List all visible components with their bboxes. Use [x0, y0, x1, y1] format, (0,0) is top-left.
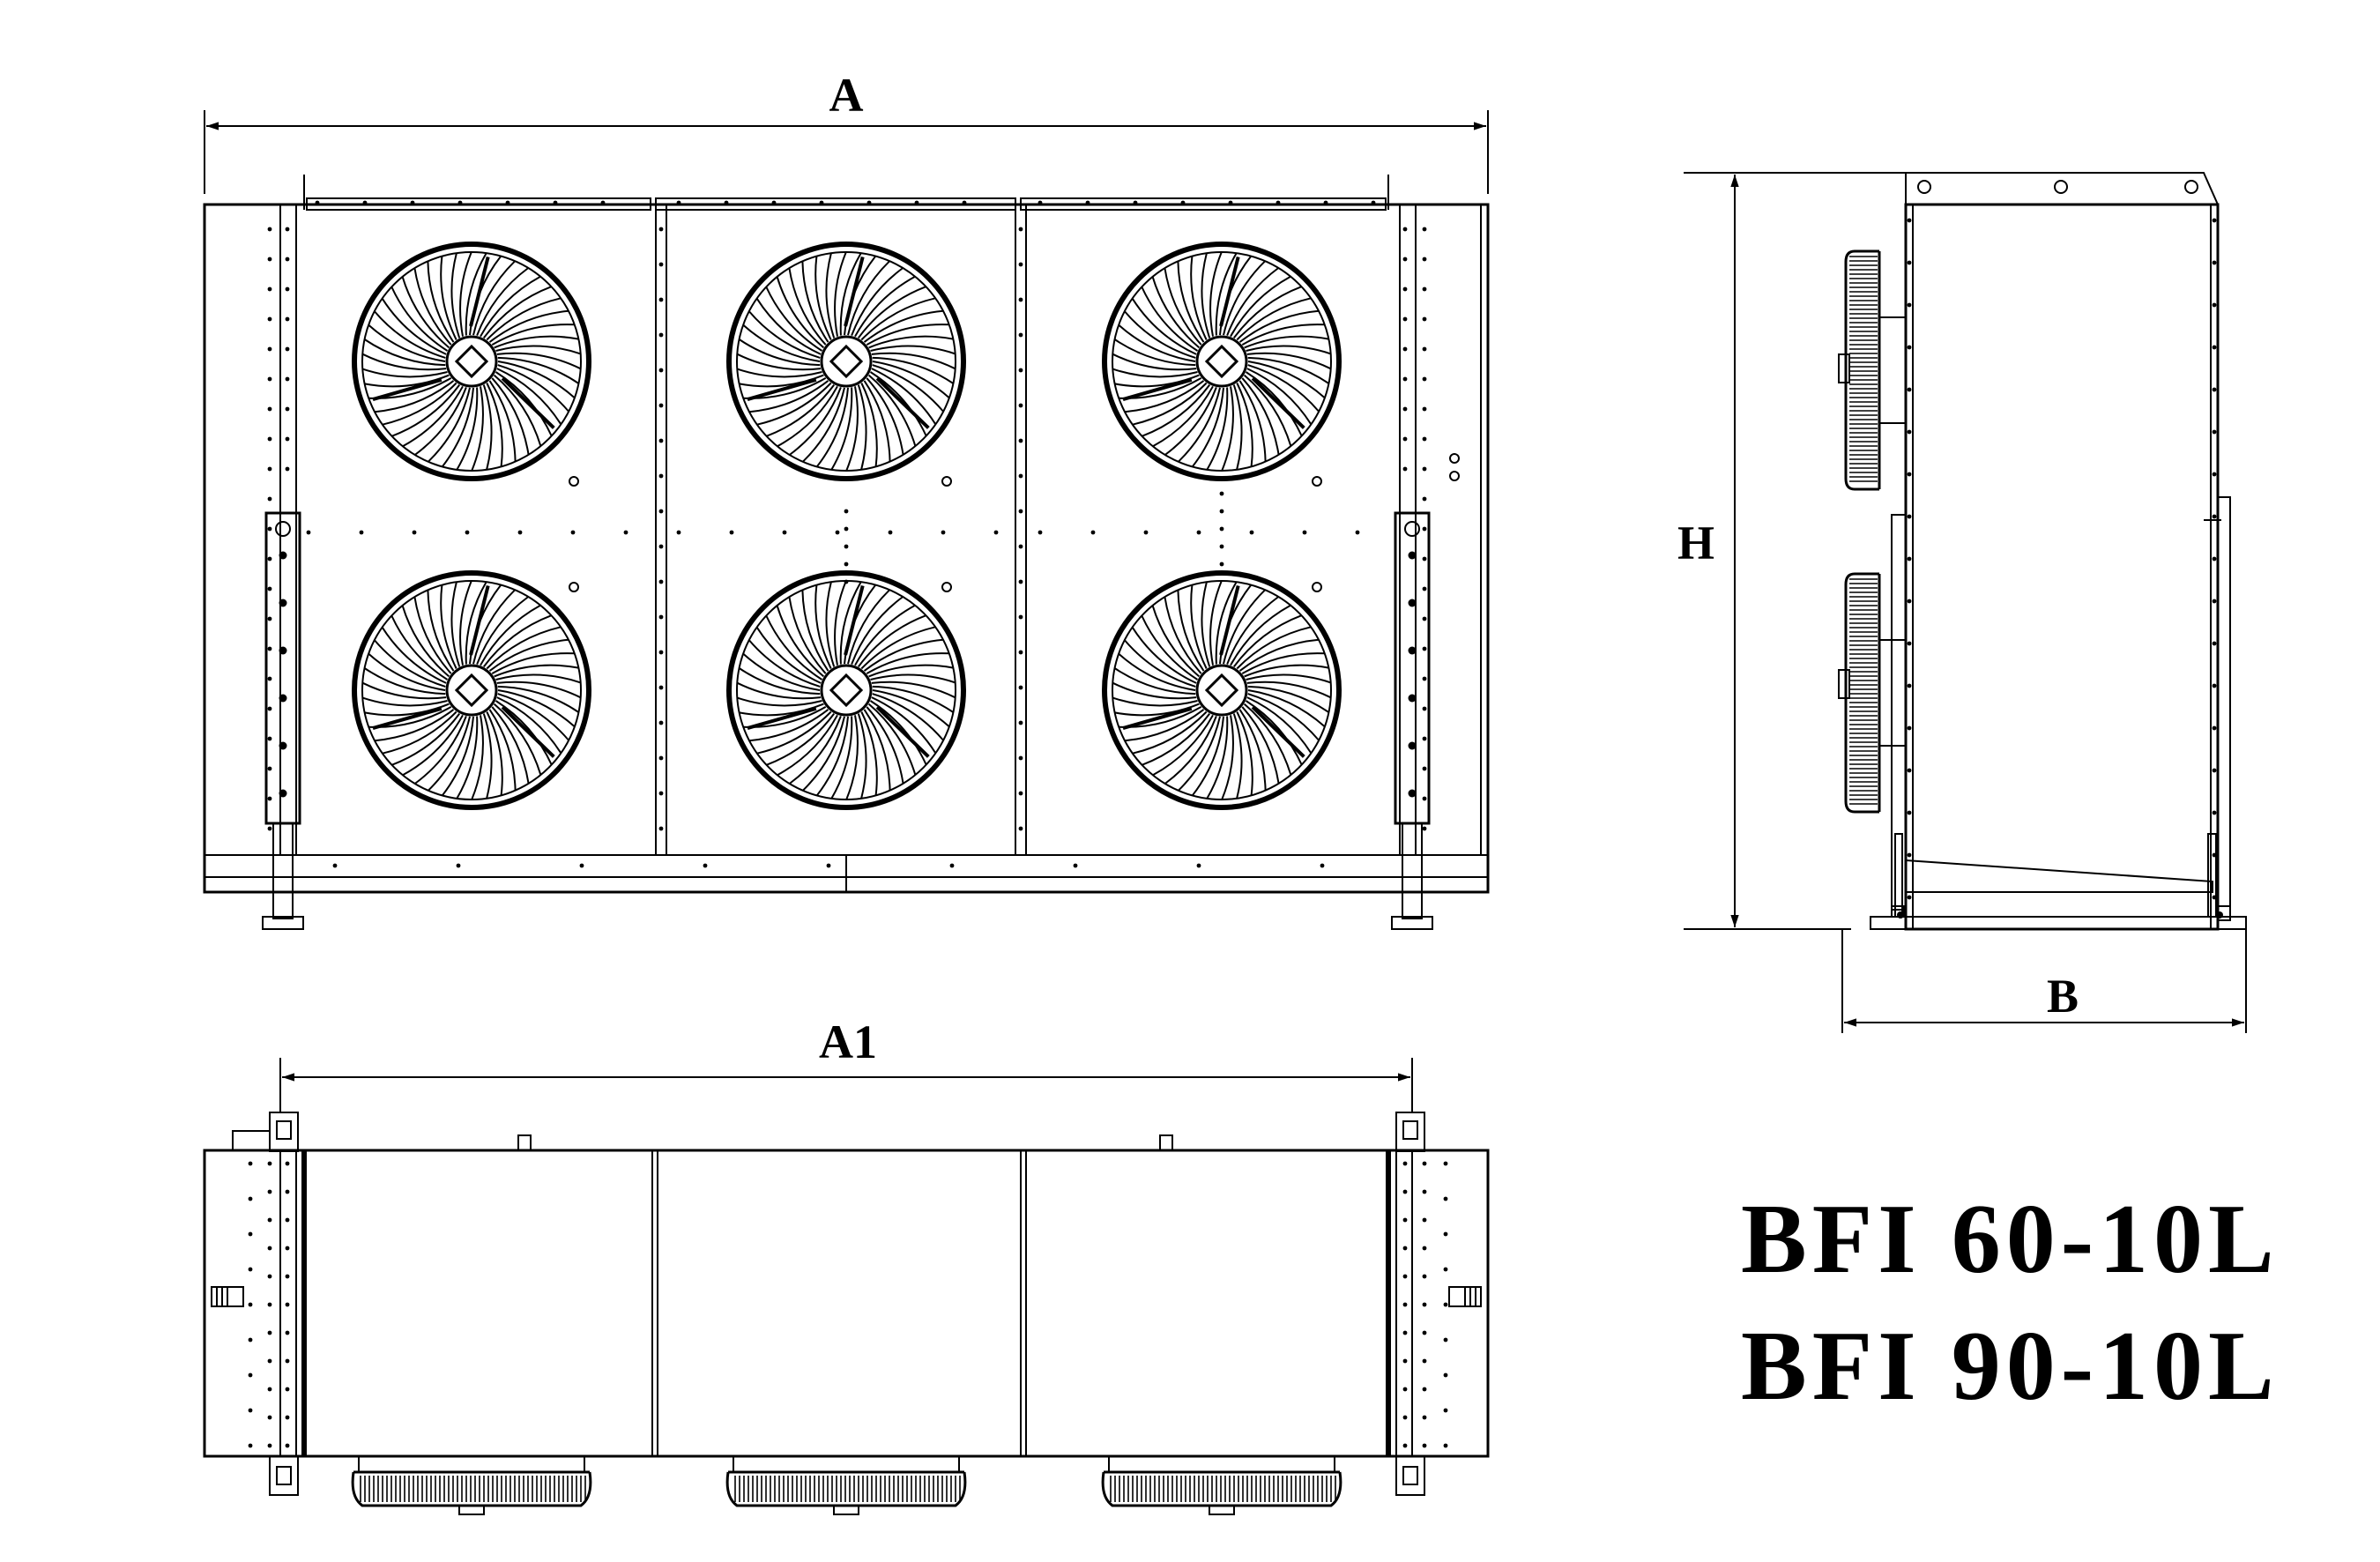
dimension-label-h: H: [1677, 517, 1714, 569]
dimension-label-a1: A1: [819, 1015, 877, 1068]
fan-icon: [352, 242, 591, 481]
fan-icon: [1844, 572, 1906, 814]
dimension-label-a: A: [829, 69, 864, 122]
fan-icon: [1102, 570, 1342, 810]
front-view: [203, 110, 1490, 930]
fan-icon: [351, 1456, 592, 1515]
fan-icon: [352, 570, 591, 810]
fan-icon: [1102, 242, 1342, 481]
fan-icon: [1844, 249, 1906, 491]
model-name-2: BFI 90-10L: [1741, 1312, 2280, 1421]
fan-icon: [726, 570, 966, 810]
model-name-1: BFI 60-10L: [1741, 1185, 2280, 1294]
dimension-label-b: B: [2047, 970, 2079, 1023]
fan-icon: [1101, 1456, 1342, 1515]
fan-icon: [726, 242, 966, 481]
side-view: [1684, 172, 2247, 1033]
fan-icon: [725, 1456, 967, 1515]
top-view: [203, 1058, 1490, 1515]
